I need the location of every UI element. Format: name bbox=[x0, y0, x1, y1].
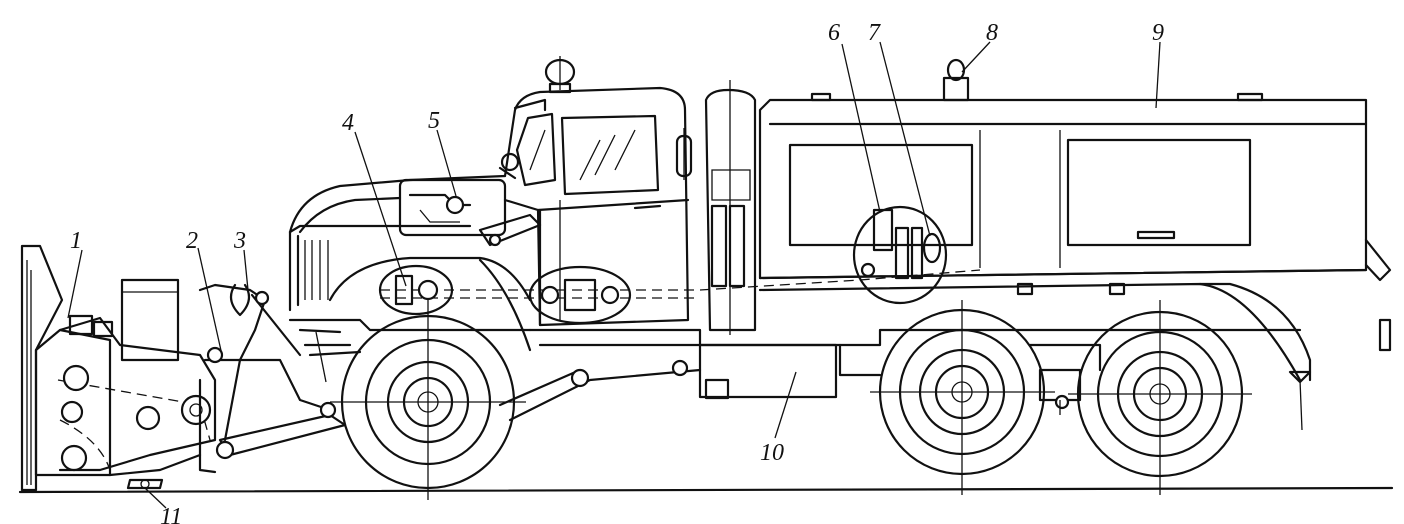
roof-beacon bbox=[544, 56, 576, 94]
plough-box-unit bbox=[120, 278, 180, 362]
callout-1: 1 bbox=[70, 228, 82, 254]
callout-4: 4 bbox=[342, 110, 354, 136]
rear-wheel-1 bbox=[870, 300, 1055, 495]
callout-2: 2 bbox=[186, 228, 198, 254]
leader-lines bbox=[67, 41, 1161, 509]
ground-line bbox=[18, 486, 1394, 494]
detail-callout-center bbox=[528, 265, 632, 325]
callout-10: 10 bbox=[760, 440, 784, 466]
rear-suspension bbox=[1038, 368, 1312, 415]
support-skid bbox=[126, 478, 164, 490]
body-underframe bbox=[758, 268, 1392, 431]
callout-8: 8 bbox=[986, 20, 998, 46]
body-lamp bbox=[942, 58, 970, 102]
callout-6: 6 bbox=[828, 20, 840, 46]
transmission-line bbox=[380, 269, 981, 299]
callout-11: 11 bbox=[160, 504, 182, 524]
hood-mechanism bbox=[398, 178, 542, 247]
front-frame bbox=[288, 318, 532, 383]
side-mirror bbox=[498, 152, 520, 180]
rear-wheel-2 bbox=[1068, 300, 1252, 495]
plough-lift-mechanism bbox=[108, 283, 347, 477]
engine-hood bbox=[288, 174, 532, 312]
intake-stack bbox=[704, 80, 757, 335]
callout-5: 5 bbox=[428, 108, 440, 134]
detail-callout-6-7 bbox=[852, 205, 948, 305]
cab-lights bbox=[675, 128, 693, 180]
detail-callout-4 bbox=[378, 264, 454, 316]
callout-3: 3 bbox=[233, 228, 246, 254]
cab-windows bbox=[515, 112, 660, 196]
fuel-tank bbox=[698, 343, 838, 400]
front-wheel bbox=[330, 300, 526, 500]
plough-blade bbox=[20, 244, 112, 492]
equipment-body bbox=[758, 92, 1392, 282]
callout-9: 9 bbox=[1152, 20, 1164, 46]
cab-body bbox=[503, 86, 690, 327]
callout-7: 7 bbox=[868, 20, 881, 46]
plough-frame bbox=[57, 314, 217, 472]
